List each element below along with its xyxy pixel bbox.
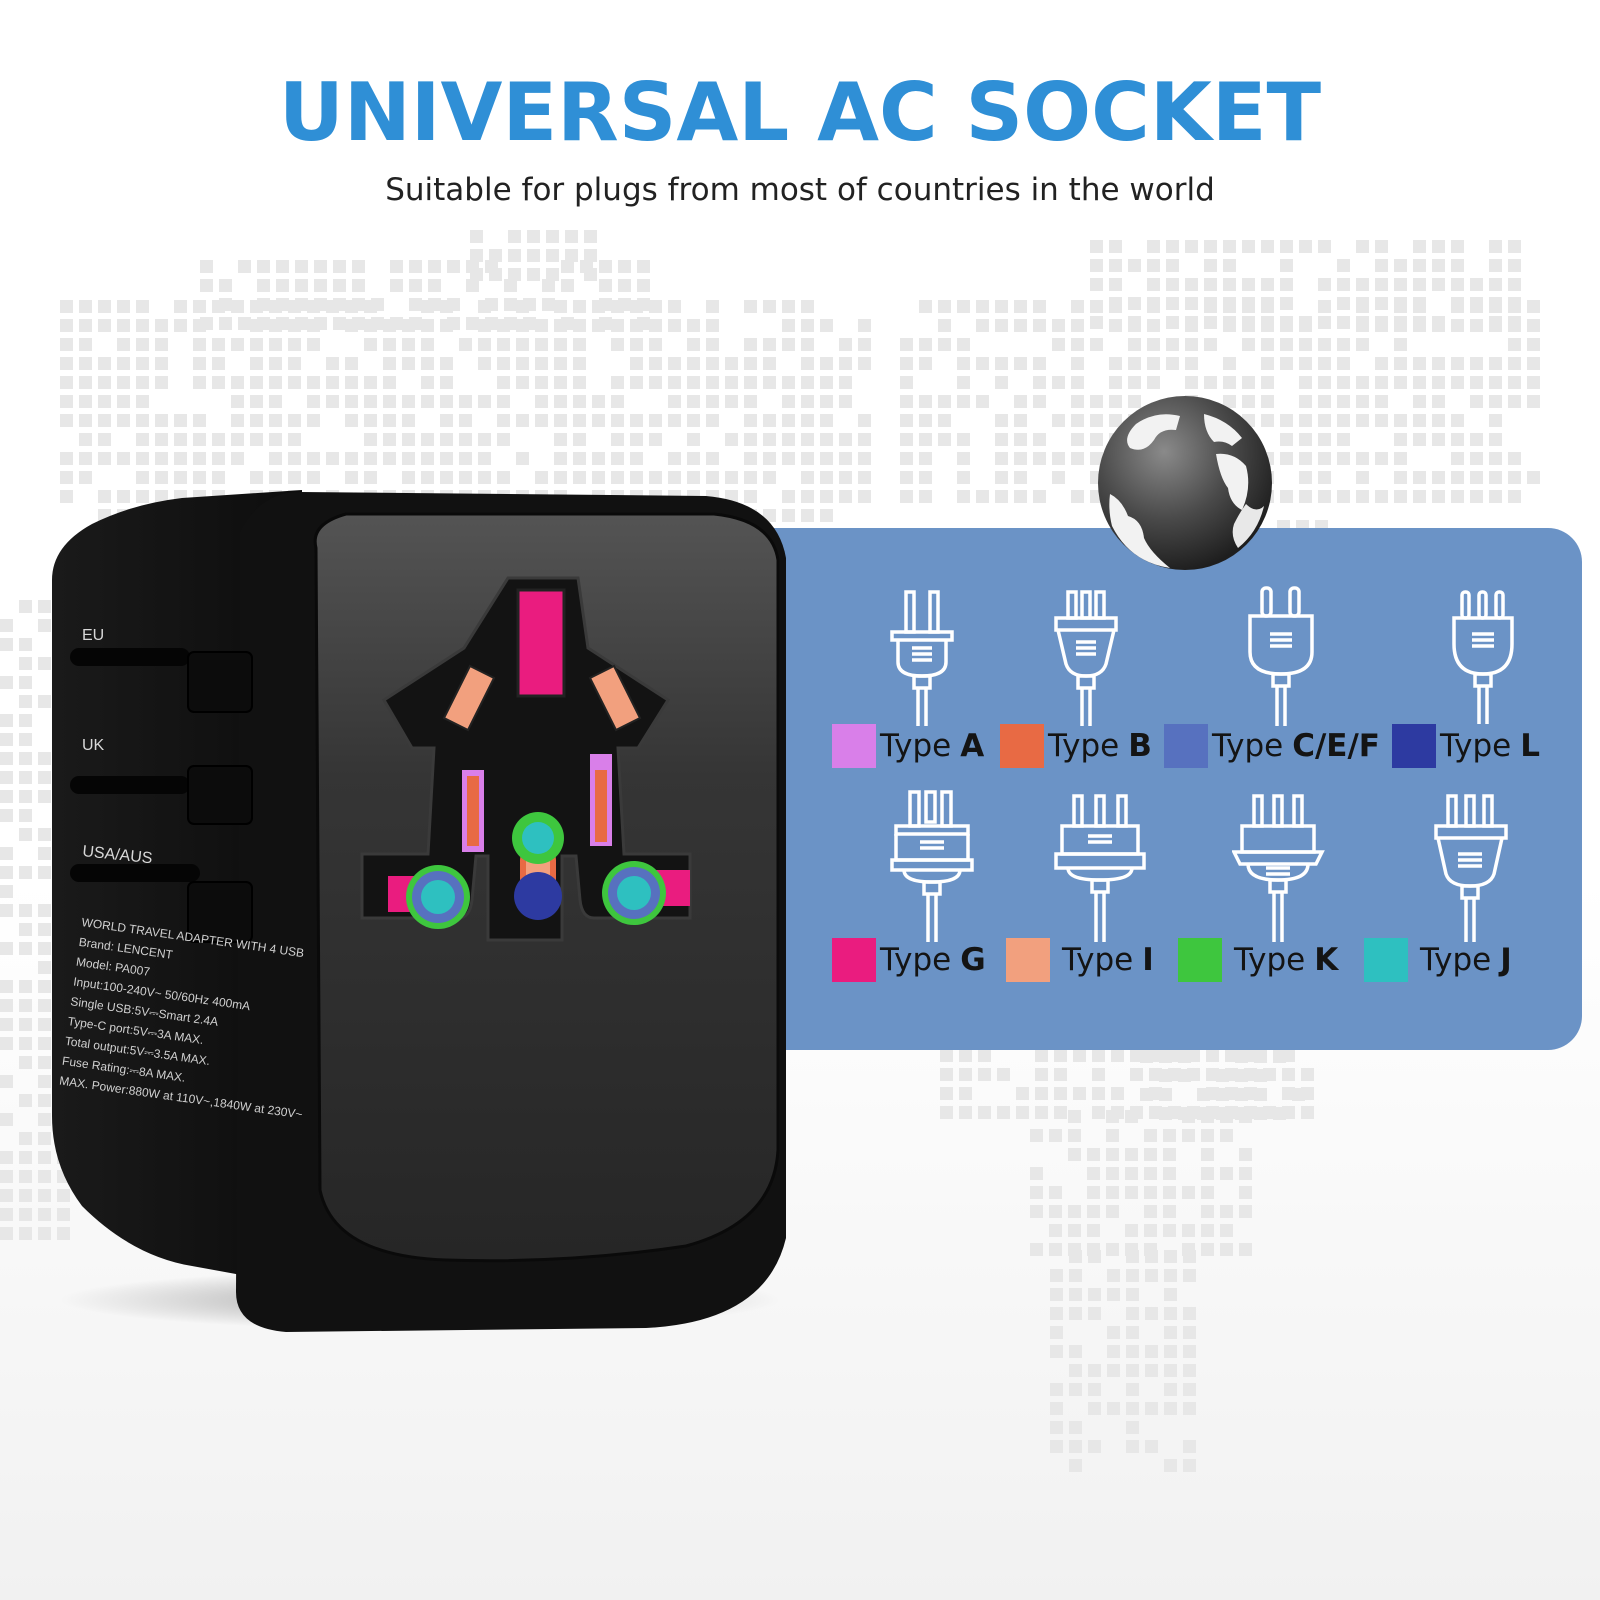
legend-prefix: Type <box>1212 728 1284 764</box>
plug-type-k-icon <box>1232 794 1325 942</box>
plug-type-b-icon <box>1054 590 1118 726</box>
swatch-type-cef <box>1164 724 1208 768</box>
legend-letter: G <box>960 942 986 978</box>
travel-adapter: EU UK USA/AUS WORLD TRAVEL ADAPTER WITH … <box>52 490 786 1332</box>
globe-icon <box>1098 396 1272 570</box>
uk-label: UK <box>82 737 105 754</box>
swatch-type-i <box>1006 938 1050 982</box>
plug-type-g-icon <box>890 790 974 942</box>
legend-prefix: Type <box>880 728 952 764</box>
legend-prefix: Type <box>1048 728 1120 764</box>
swatch-type-j <box>1364 938 1408 982</box>
legend-prefix: Type <box>1234 942 1306 978</box>
plug-type-cef-icon <box>1248 586 1314 726</box>
legend-prefix: Type <box>1440 728 1512 764</box>
plug-type-l-icon <box>1452 590 1514 724</box>
legend-letter: J <box>1500 942 1512 978</box>
legend-prefix: Type <box>1062 942 1134 978</box>
plug-type-j-icon <box>1434 794 1508 942</box>
eu-label: EU <box>82 627 104 644</box>
legend-prefix: Type <box>880 942 952 978</box>
swatch-type-l <box>1392 724 1436 768</box>
swatch-type-b <box>1000 724 1044 768</box>
legend-letter: C/E/F <box>1292 728 1380 764</box>
legend-letter: B <box>1128 728 1152 764</box>
plug-type-i-icon <box>1054 794 1146 942</box>
swatch-type-a <box>832 724 876 768</box>
legend-letter: I <box>1142 942 1154 978</box>
legend-letter: L <box>1520 728 1540 764</box>
page-subtitle: Suitable for plugs from most of countrie… <box>385 172 1215 208</box>
plug-types-panel <box>740 528 1582 1050</box>
legend-letter: K <box>1314 942 1339 978</box>
plug-type-a-icon <box>890 590 954 726</box>
legend-prefix: Type <box>1420 942 1492 978</box>
page-title: UNIVERSAL AC SOCKET <box>278 66 1322 159</box>
swatch-type-k <box>1178 938 1222 982</box>
swatch-type-g <box>832 938 876 982</box>
legend-letter: A <box>960 728 985 764</box>
